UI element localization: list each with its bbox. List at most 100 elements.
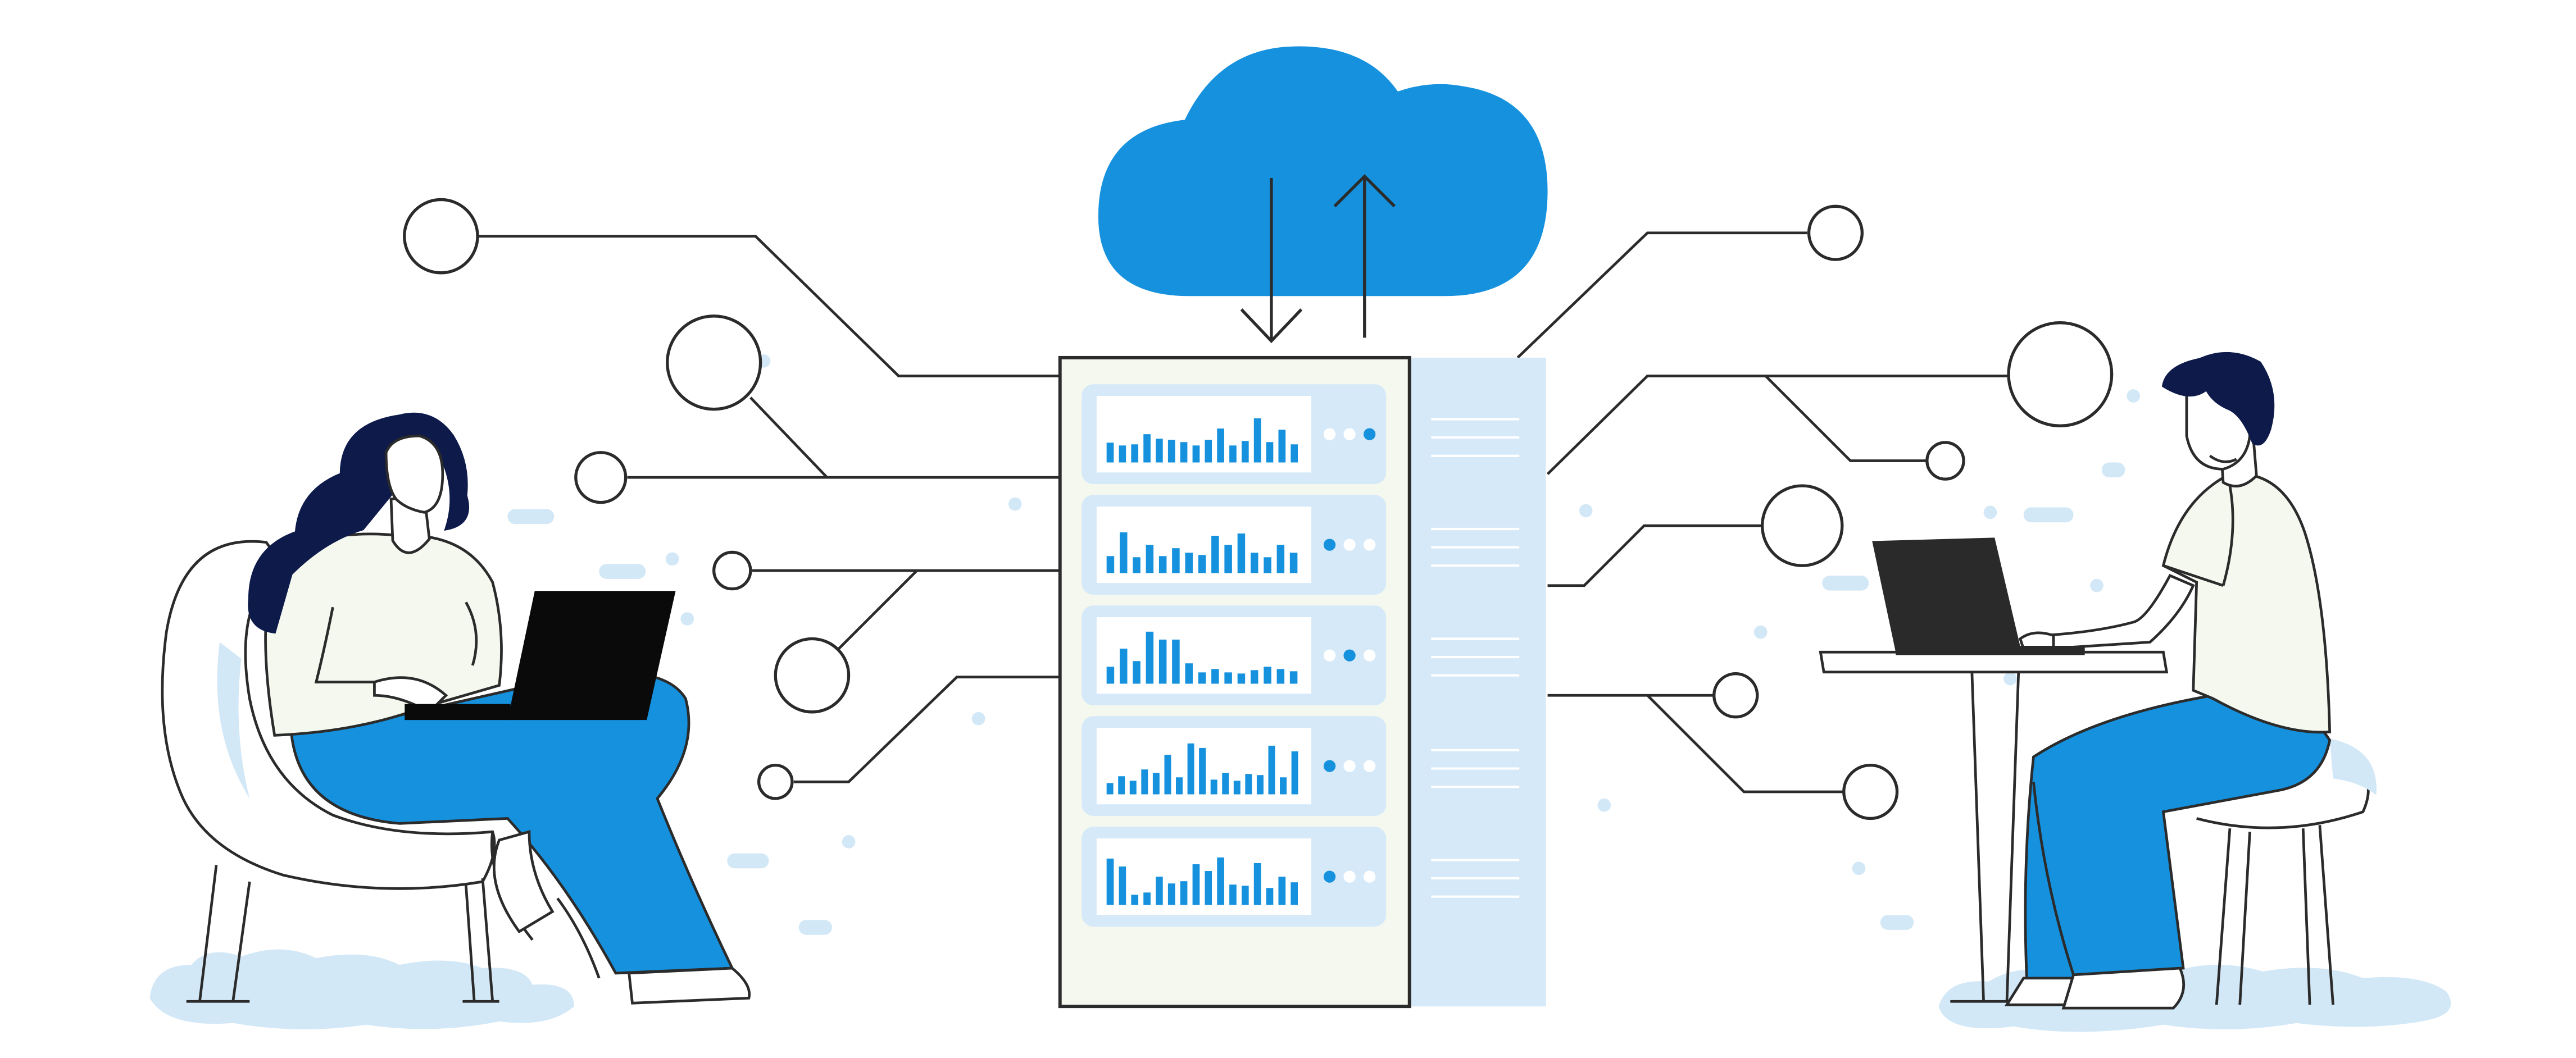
status-dot bbox=[1343, 539, 1356, 551]
chart-bar bbox=[1278, 430, 1286, 463]
laptop-screen bbox=[507, 591, 676, 720]
armchair-shadow bbox=[217, 642, 250, 799]
laptop bbox=[1872, 537, 2085, 655]
chart-bar bbox=[1276, 669, 1285, 684]
laptop bbox=[405, 591, 676, 720]
chart-bar bbox=[1205, 871, 1212, 905]
node-circle bbox=[1760, 484, 1844, 567]
shoe bbox=[2061, 966, 2186, 1010]
trousers bbox=[2024, 694, 2332, 983]
chart-bar bbox=[1106, 556, 1115, 573]
man-with-laptop bbox=[1819, 352, 2377, 1010]
chart-bar bbox=[1131, 444, 1139, 463]
chart-bar bbox=[1250, 670, 1259, 684]
chart-bar bbox=[1205, 440, 1212, 463]
chart-bar bbox=[1172, 548, 1180, 573]
chart-bar bbox=[1291, 444, 1298, 463]
chart-bar bbox=[1229, 884, 1237, 905]
chart-bar bbox=[1289, 671, 1298, 684]
server-panels bbox=[1082, 384, 1387, 927]
arrow-up-icon bbox=[1333, 174, 1396, 338]
chart-bar bbox=[1264, 667, 1271, 684]
chart-bar bbox=[1291, 751, 1298, 795]
shoe bbox=[627, 966, 751, 1005]
chart-bar bbox=[1119, 649, 1128, 684]
node-circle bbox=[712, 550, 752, 591]
server-unit bbox=[1082, 827, 1387, 927]
chart-bar bbox=[1280, 777, 1287, 795]
status-dot bbox=[1343, 760, 1356, 772]
status-dot-active bbox=[1323, 760, 1336, 772]
node-circle bbox=[2007, 321, 2114, 428]
status-dot bbox=[1323, 649, 1336, 662]
server-side-panel bbox=[1409, 357, 1546, 1007]
status-dot bbox=[1343, 870, 1356, 883]
status-dot-active bbox=[1323, 539, 1336, 551]
server-unit bbox=[1082, 495, 1387, 595]
network-lines bbox=[478, 231, 2009, 794]
chart-bar bbox=[1224, 545, 1232, 573]
chart-bar bbox=[1185, 553, 1193, 573]
chart-bar bbox=[1106, 667, 1115, 684]
chart-bar bbox=[1129, 781, 1137, 795]
chart-bar bbox=[1158, 639, 1167, 684]
node-circle bbox=[1842, 763, 1899, 820]
server-rack-icon bbox=[1058, 355, 1546, 1009]
chart-bar bbox=[1167, 440, 1175, 463]
chart-bar bbox=[1291, 882, 1298, 905]
chart-bar bbox=[1119, 532, 1128, 573]
server-unit bbox=[1082, 716, 1387, 816]
chart-bar bbox=[1152, 773, 1160, 795]
chart-bar bbox=[1198, 555, 1206, 573]
chart-bar bbox=[1217, 857, 1224, 905]
chart-bar bbox=[1224, 672, 1232, 684]
chart-bar bbox=[1192, 864, 1200, 905]
chart-bar bbox=[1106, 783, 1114, 795]
chart-bar bbox=[1210, 779, 1217, 795]
server-unit bbox=[1082, 605, 1387, 705]
chart-bar bbox=[1211, 669, 1219, 684]
chart-bar bbox=[1253, 863, 1261, 905]
face bbox=[384, 434, 444, 514]
chart-bar bbox=[1237, 673, 1246, 684]
status-dot-active bbox=[1343, 649, 1356, 662]
chart-bar bbox=[1131, 895, 1139, 905]
decorative-dots bbox=[507, 354, 2140, 935]
chart-bar bbox=[1229, 445, 1237, 463]
chart-bar bbox=[1241, 886, 1249, 905]
chart-bar bbox=[1176, 777, 1183, 795]
stool-shadow bbox=[2329, 738, 2377, 795]
status-dot-active bbox=[1363, 428, 1376, 440]
hand bbox=[2018, 631, 2055, 650]
shirt bbox=[2161, 472, 2332, 734]
chart-bar bbox=[1133, 661, 1141, 684]
server-unit bbox=[1082, 384, 1387, 485]
chart-bar bbox=[1143, 892, 1151, 905]
shoe bbox=[493, 830, 555, 934]
chart-bar bbox=[1180, 442, 1188, 463]
server-vents bbox=[1431, 418, 1520, 898]
status-dot bbox=[1363, 760, 1376, 772]
chart-bar bbox=[1118, 776, 1125, 795]
armchair bbox=[161, 540, 496, 890]
arm bbox=[373, 676, 448, 714]
chart-bar bbox=[1156, 439, 1163, 463]
node-circle bbox=[574, 451, 628, 504]
chart-bar bbox=[1276, 545, 1285, 573]
chart-bar bbox=[1198, 672, 1206, 684]
node-circle bbox=[403, 198, 479, 275]
chart-bar bbox=[1256, 775, 1264, 795]
chart-bar bbox=[1192, 445, 1200, 463]
chart-bar bbox=[1222, 773, 1229, 795]
cloud-icon bbox=[1098, 46, 1548, 297]
chart-bar bbox=[1158, 556, 1167, 573]
status-dot-active bbox=[1323, 870, 1336, 883]
node-circle bbox=[1712, 672, 1759, 719]
chart-bar bbox=[1289, 553, 1298, 573]
node-circle bbox=[774, 637, 851, 714]
chart-bar bbox=[1164, 754, 1171, 795]
laptop-base bbox=[405, 704, 511, 720]
chart-bar bbox=[1119, 866, 1126, 905]
chart-bar bbox=[1180, 881, 1188, 905]
status-dot bbox=[1323, 428, 1336, 440]
